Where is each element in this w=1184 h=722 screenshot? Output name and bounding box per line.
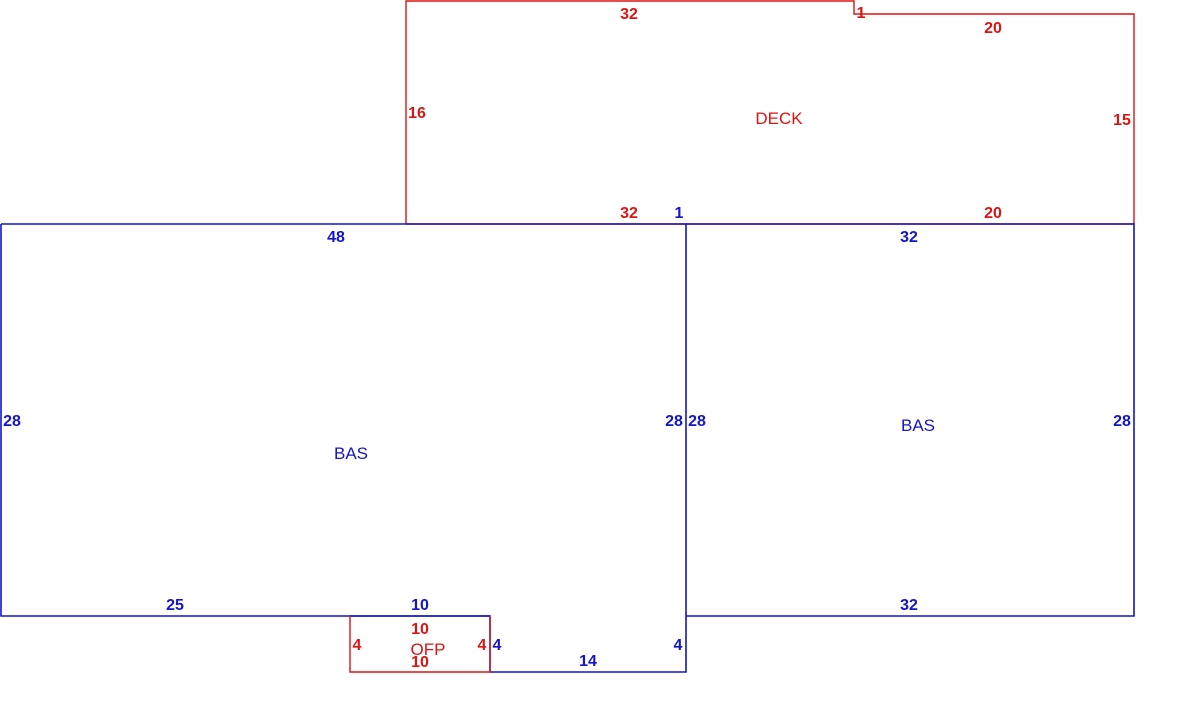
bas-left-dim-bottom: 25 xyxy=(166,597,184,614)
deck-dim-bottom-left: 32 xyxy=(620,205,638,222)
bas-notch-dim-left: 4 xyxy=(493,637,502,654)
deck-dim-left: 16 xyxy=(408,105,426,122)
bas-left-dim-bottom-notch: 10 xyxy=(411,597,429,614)
bas-right-outline xyxy=(686,223,1135,617)
deck-dim-top-right: 20 xyxy=(984,20,1002,37)
deck-outline xyxy=(405,0,1135,224)
ofp-dim-bottom: 10 xyxy=(411,654,429,671)
bas-right-dim-right: 28 xyxy=(1113,413,1131,430)
bas-right-dim-bottom: 32 xyxy=(900,597,918,614)
deck-dim-step: 1 xyxy=(857,5,866,22)
bas-left-dim-top: 48 xyxy=(327,229,345,246)
deck-label: DECK xyxy=(755,109,803,128)
bas-left-label: BAS xyxy=(334,444,368,463)
bas-notch-dim-right: 4 xyxy=(674,637,683,654)
bas-right-label: BAS xyxy=(901,416,935,435)
bas-right-dim-left: 28 xyxy=(688,413,706,430)
bas-notch-dim-bottom: 14 xyxy=(579,653,597,670)
ofp-dim-left: 4 xyxy=(353,637,362,654)
ofp-dim-top: 10 xyxy=(411,621,429,638)
ofp-dim-right: 4 xyxy=(478,637,487,654)
bas-left-dim-left: 28 xyxy=(3,413,21,430)
deck-dim-bottom-right: 20 xyxy=(984,205,1002,222)
bas-left-dim-right: 28 xyxy=(665,413,683,430)
bas-dim-join: 1 xyxy=(675,205,684,222)
ofp-outline xyxy=(349,616,491,673)
deck-dim-top-left: 32 xyxy=(620,6,638,23)
deck-dim-right: 15 xyxy=(1113,112,1131,129)
ofp-label: OFP xyxy=(411,640,446,659)
bas-right-dim-top: 32 xyxy=(900,229,918,246)
